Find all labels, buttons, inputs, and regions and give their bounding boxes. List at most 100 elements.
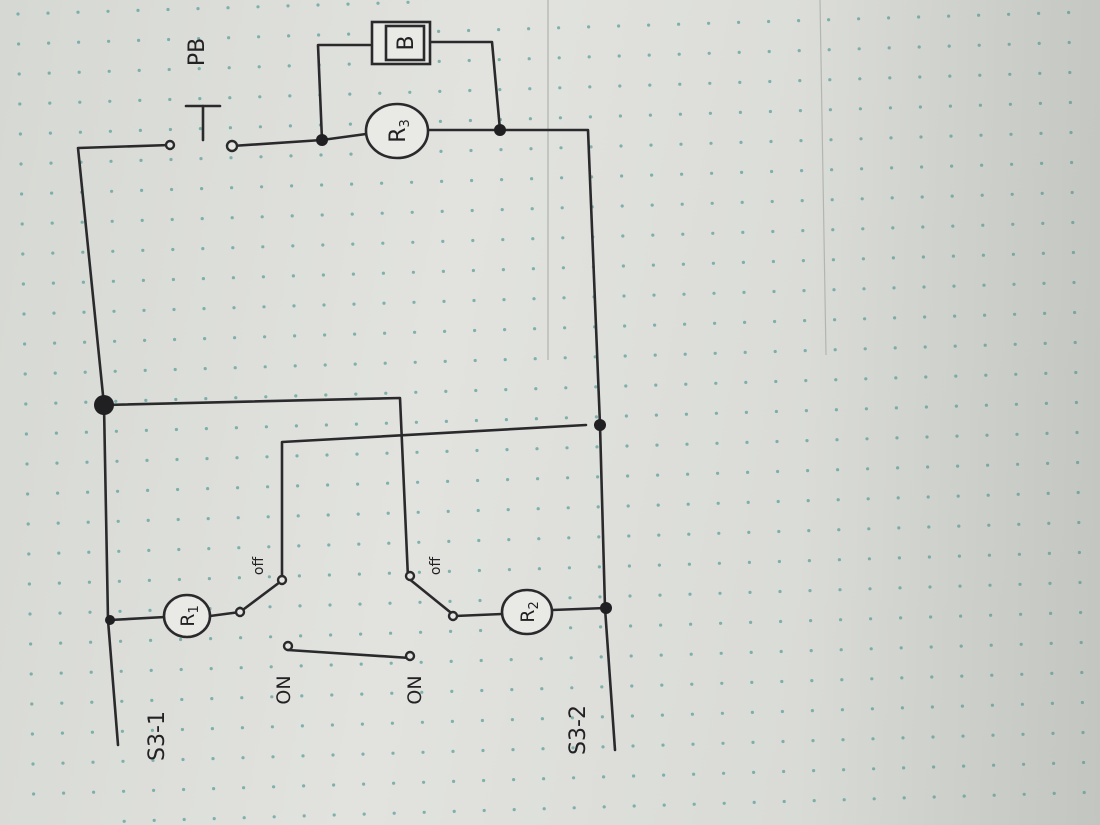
grid-dot (271, 755, 275, 759)
grid-dot (601, 745, 605, 749)
grid-dot (531, 267, 536, 271)
grid-dot (839, 618, 843, 622)
grid-dot (865, 437, 869, 441)
grid-dot (689, 652, 693, 656)
grid-dot (720, 681, 724, 685)
grid-dot (1048, 581, 1052, 586)
component-b-label: B (394, 35, 419, 50)
grid-dot (209, 637, 213, 641)
grid-dot (444, 419, 448, 423)
grid-dot (479, 628, 483, 633)
wire-pb-r3 (230, 138, 324, 148)
grid-dot (899, 646, 903, 650)
grid-dot (713, 351, 717, 355)
grid-dot (351, 272, 355, 276)
grid-dot (167, 37, 171, 42)
grid-dot (87, 550, 91, 554)
grid-dot (650, 203, 654, 207)
grid-dot (868, 587, 872, 591)
grid-dot (617, 24, 621, 28)
s3-1-label: S3-1 (145, 711, 170, 761)
grid-dot (511, 778, 516, 782)
grid-dot (781, 739, 785, 744)
switch2-blade (406, 576, 452, 614)
grid-dot (621, 264, 626, 268)
grid-dot (146, 488, 150, 492)
grid-dot (927, 525, 931, 529)
grid-dot (1041, 251, 1045, 255)
grid-dot (384, 391, 388, 395)
grid-dot (24, 432, 28, 436)
grid-dot (198, 97, 202, 101)
grid-dot (351, 242, 355, 246)
grid-dot (138, 128, 142, 132)
grid-dot (531, 237, 535, 241)
grid-dot (286, 4, 290, 8)
grid-dot (529, 147, 533, 151)
grid-dot (978, 103, 983, 107)
grid-dot (767, 49, 771, 54)
grid-dot (47, 71, 51, 75)
grid-dot (329, 633, 333, 637)
grid-dot (841, 738, 845, 742)
grid-dot (230, 186, 234, 190)
grid-dot (348, 92, 352, 96)
grid-dot (687, 562, 692, 566)
grid-dot (744, 380, 748, 384)
grid-dot (715, 441, 719, 445)
grid-dot (929, 645, 933, 649)
dot-grid (16, 0, 1086, 823)
grid-dot (737, 50, 741, 55)
grid-dot (708, 111, 713, 115)
grid-dot (958, 584, 962, 588)
grid-dot (29, 672, 33, 676)
grid-dot (797, 49, 801, 53)
grid-dot (57, 551, 61, 555)
grid-dot (390, 721, 394, 725)
grid-dot (690, 682, 694, 686)
grid-dot (237, 576, 241, 580)
grid-dot (558, 86, 562, 90)
wire-r3-left (320, 132, 368, 142)
grid-dot (688, 592, 692, 596)
grid-dot (893, 316, 897, 320)
grid-dot (568, 596, 572, 600)
grid-dot (650, 173, 654, 177)
grid-dot (771, 229, 775, 234)
grid-dot (628, 594, 632, 598)
grid-dot (113, 339, 117, 343)
grid-dot (509, 658, 513, 662)
grid-dot (212, 817, 216, 821)
grid-dot (587, 25, 591, 29)
grid-dot (775, 439, 779, 444)
grid-dot (751, 740, 755, 745)
grid-dot (152, 788, 156, 793)
grid-dot (203, 367, 207, 371)
grid-dot (621, 234, 625, 238)
grid-dot (49, 161, 53, 165)
grid-dot (1081, 730, 1085, 735)
grid-dot (207, 547, 211, 551)
grid-dot (18, 102, 22, 106)
grid-dot (743, 320, 747, 324)
grid-dot (203, 337, 207, 341)
grid-dot (111, 279, 115, 283)
grid-dot (1079, 610, 1083, 615)
grid-dot (24, 402, 28, 406)
grid-dot (323, 363, 327, 367)
grid-dot (355, 452, 359, 456)
grid-dot (22, 312, 26, 316)
grid-dot (296, 514, 300, 518)
grid-dot (200, 187, 204, 191)
grid-dot (231, 246, 235, 250)
grid-dot (84, 430, 88, 434)
grid-dot (829, 138, 833, 142)
grid-dot (326, 513, 330, 517)
grid-dot (1080, 670, 1084, 675)
grid-dot (1074, 370, 1078, 375)
grid-dot (382, 301, 386, 305)
grid-dot (686, 472, 690, 476)
grid-dot (60, 701, 64, 705)
grid-dot (438, 89, 442, 93)
grid-dot (233, 366, 237, 370)
